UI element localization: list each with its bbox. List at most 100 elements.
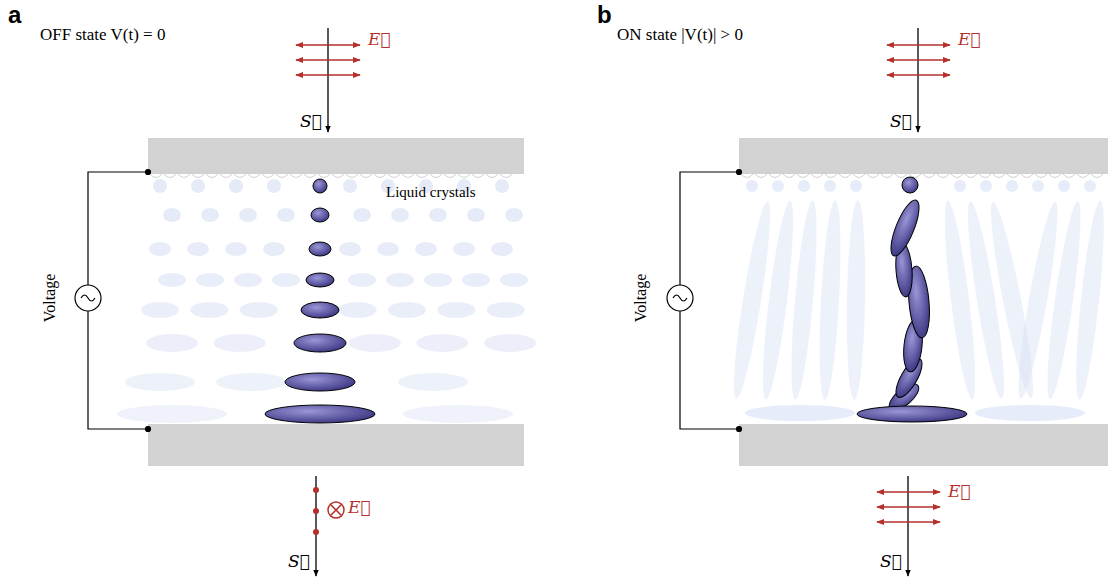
faded-crystals bbox=[201, 208, 219, 222]
plate-grooves bbox=[458, 174, 470, 178]
plate-grooves bbox=[895, 174, 907, 178]
poynting-label: S⃗ bbox=[880, 552, 902, 571]
faded-crystals bbox=[727, 180, 1108, 421]
faded-crystals bbox=[495, 179, 509, 193]
light-ray bbox=[313, 487, 319, 493]
faded-crystals bbox=[500, 273, 528, 287]
plate-grooves bbox=[444, 174, 456, 178]
faded-crystals bbox=[453, 242, 475, 256]
plate-grooves bbox=[867, 174, 879, 178]
faded-crystals bbox=[339, 242, 361, 256]
faded-crystals bbox=[786, 200, 821, 401]
poynting-label: S⃗ bbox=[890, 112, 912, 131]
faded-crystals bbox=[196, 273, 224, 287]
voltage-circuit bbox=[81, 295, 95, 301]
plate-grooves bbox=[993, 174, 1005, 178]
plate-grooves bbox=[741, 174, 753, 178]
plate-grooves bbox=[839, 174, 851, 178]
liquid-crystal-column bbox=[301, 302, 339, 318]
faded-crystals bbox=[117, 405, 227, 423]
faded-crystals bbox=[1071, 200, 1108, 401]
faded-crystals bbox=[349, 334, 401, 352]
voltage-circuit bbox=[667, 285, 693, 311]
glass-plate bbox=[148, 138, 524, 466]
plate-grooves bbox=[430, 174, 442, 178]
light-ray bbox=[330, 504, 341, 515]
faded-crystals bbox=[187, 242, 209, 256]
faded-crystals bbox=[415, 242, 437, 256]
faded-crystals bbox=[216, 373, 286, 391]
liquid-crystal-column bbox=[857, 177, 967, 422]
plate-grooves bbox=[1063, 174, 1075, 178]
faded-crystals bbox=[263, 242, 285, 256]
plate-grooves bbox=[150, 174, 512, 178]
plate-grooves bbox=[755, 174, 767, 178]
faded-crystals bbox=[125, 373, 195, 391]
faded-crystals bbox=[437, 302, 475, 318]
plate-grooves bbox=[150, 174, 162, 178]
voltage-circuit bbox=[146, 427, 151, 432]
material-label: Liquid crystals bbox=[386, 184, 476, 201]
light-ray bbox=[877, 491, 940, 493]
plate-grooves bbox=[1021, 174, 1033, 178]
plate-grooves bbox=[1091, 174, 1103, 178]
faded-crystals bbox=[386, 273, 414, 287]
plate-grooves bbox=[332, 174, 344, 178]
faded-crystals bbox=[467, 208, 485, 222]
plate-grooves bbox=[853, 174, 865, 178]
light-ray bbox=[296, 59, 360, 61]
light-ray bbox=[296, 74, 360, 76]
voltage-circuit bbox=[673, 295, 687, 301]
state-title: OFF state V(t) = 0 bbox=[40, 26, 165, 45]
faded-crystals bbox=[484, 334, 536, 352]
glass-plate bbox=[739, 138, 1108, 174]
field-label: E⃗ bbox=[348, 498, 371, 517]
light-ray bbox=[296, 28, 360, 576]
faded-crystals bbox=[1006, 180, 1018, 192]
faded-crystals bbox=[214, 334, 266, 352]
plate-grooves bbox=[741, 174, 1103, 178]
glass-plate bbox=[148, 424, 524, 466]
faded-crystals bbox=[234, 273, 262, 287]
plate-grooves bbox=[290, 174, 302, 178]
liquid-crystal-column bbox=[265, 405, 375, 423]
faded-crystals bbox=[746, 180, 758, 192]
faded-crystals bbox=[398, 373, 468, 391]
plate-grooves bbox=[783, 174, 795, 178]
faded-crystals bbox=[850, 180, 862, 192]
faded-crystals bbox=[343, 179, 357, 193]
faded-crystals bbox=[816, 200, 844, 401]
faded-crystals bbox=[149, 242, 171, 256]
faded-crystals bbox=[772, 180, 784, 192]
plate-grooves bbox=[402, 174, 414, 178]
faded-crystals bbox=[190, 302, 228, 318]
glass-plate bbox=[739, 138, 1108, 466]
light-ray bbox=[877, 521, 940, 523]
faded-crystals bbox=[462, 273, 490, 287]
plate-grooves bbox=[388, 174, 400, 178]
plate-grooves bbox=[797, 174, 809, 178]
liquid-crystal-column bbox=[285, 373, 355, 391]
plate-grooves bbox=[178, 174, 190, 178]
plate-grooves bbox=[769, 174, 781, 178]
faded-crystals bbox=[1058, 180, 1070, 192]
faded-crystals bbox=[403, 405, 513, 423]
faded-crystals bbox=[240, 302, 278, 318]
plate-grooves bbox=[318, 174, 330, 178]
light-ray bbox=[328, 502, 344, 518]
glass-plate bbox=[739, 424, 1108, 466]
plate-grooves bbox=[276, 174, 288, 178]
light-ray bbox=[877, 28, 950, 576]
liquid-crystal-column bbox=[294, 334, 346, 352]
faded-crystals bbox=[429, 208, 447, 222]
light-ray bbox=[296, 44, 360, 46]
faded-crystals bbox=[117, 179, 536, 423]
faded-crystals bbox=[229, 179, 243, 193]
plate-grooves bbox=[374, 174, 386, 178]
plate-grooves bbox=[811, 174, 823, 178]
voltage-circuit bbox=[737, 427, 742, 432]
plate-grooves bbox=[1007, 174, 1019, 178]
state-title: ON state |V(t)| > 0 bbox=[617, 26, 743, 45]
plate-grooves bbox=[1035, 174, 1047, 178]
